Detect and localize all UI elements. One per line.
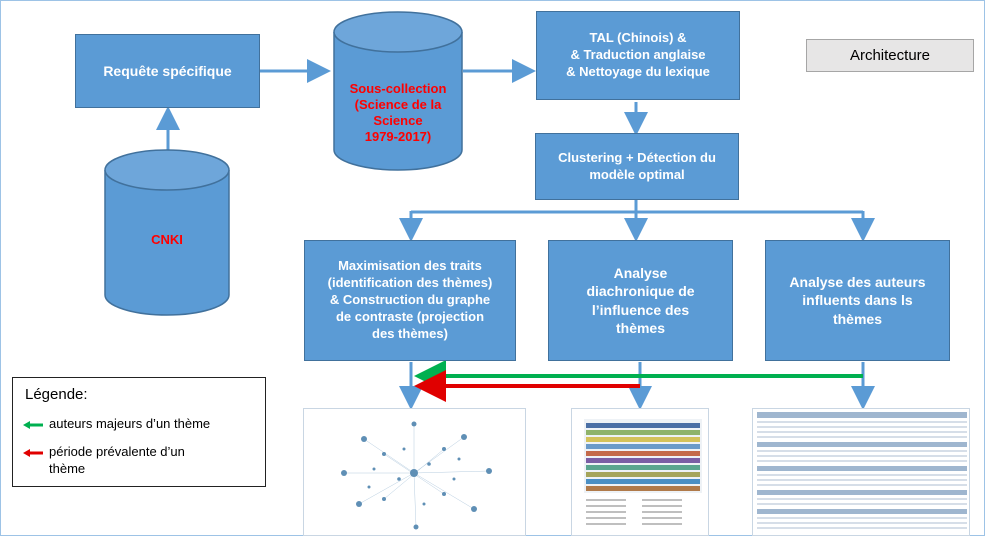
clustering-box: Clustering + Détection du modèle optimal bbox=[535, 133, 739, 200]
legend-red-label: période prévalente d’un thème bbox=[49, 444, 185, 476]
sous-collection-label: Sous-collection (Science de la Science 1… bbox=[349, 80, 447, 145]
cylinder-sous-collection bbox=[333, 11, 463, 171]
authors-table-thumbnail bbox=[752, 408, 970, 536]
tal-box: TAL (Chinois) & & Traduction anglaise & … bbox=[536, 11, 740, 100]
architecture-label: Architecture bbox=[806, 39, 974, 72]
network-graph-thumbnail bbox=[303, 408, 526, 536]
analyse-auteurs-box: Analyse des auteurs influents dans ls th… bbox=[765, 240, 950, 361]
legend-item-red: période prévalente d’un thème bbox=[23, 444, 185, 478]
diachronic-chart-image bbox=[584, 419, 702, 525]
legend-item-green: auteurs majeurs d’un thème bbox=[23, 416, 210, 431]
cylinder-cnki bbox=[104, 149, 230, 316]
legend-title: Légende: bbox=[25, 386, 88, 403]
maximisation-box: Maximisation des traits (identification … bbox=[304, 240, 516, 361]
green-arrow-icon bbox=[23, 420, 43, 429]
analyse-diachronique-box: Analyse diachronique de l’influence des … bbox=[548, 240, 733, 361]
red-arrow-icon bbox=[23, 449, 43, 457]
network-graph-image bbox=[341, 421, 492, 530]
legend-box: Légende: auteurs majeurs d’un thème péri… bbox=[12, 377, 266, 487]
legend-green-label: auteurs majeurs d’un thème bbox=[49, 416, 211, 431]
authors-table-image bbox=[757, 412, 967, 529]
cnki-label: CNKI bbox=[151, 231, 183, 247]
diachronic-chart-thumbnail bbox=[571, 408, 709, 536]
requete-box: Requête spécifique bbox=[75, 34, 260, 108]
